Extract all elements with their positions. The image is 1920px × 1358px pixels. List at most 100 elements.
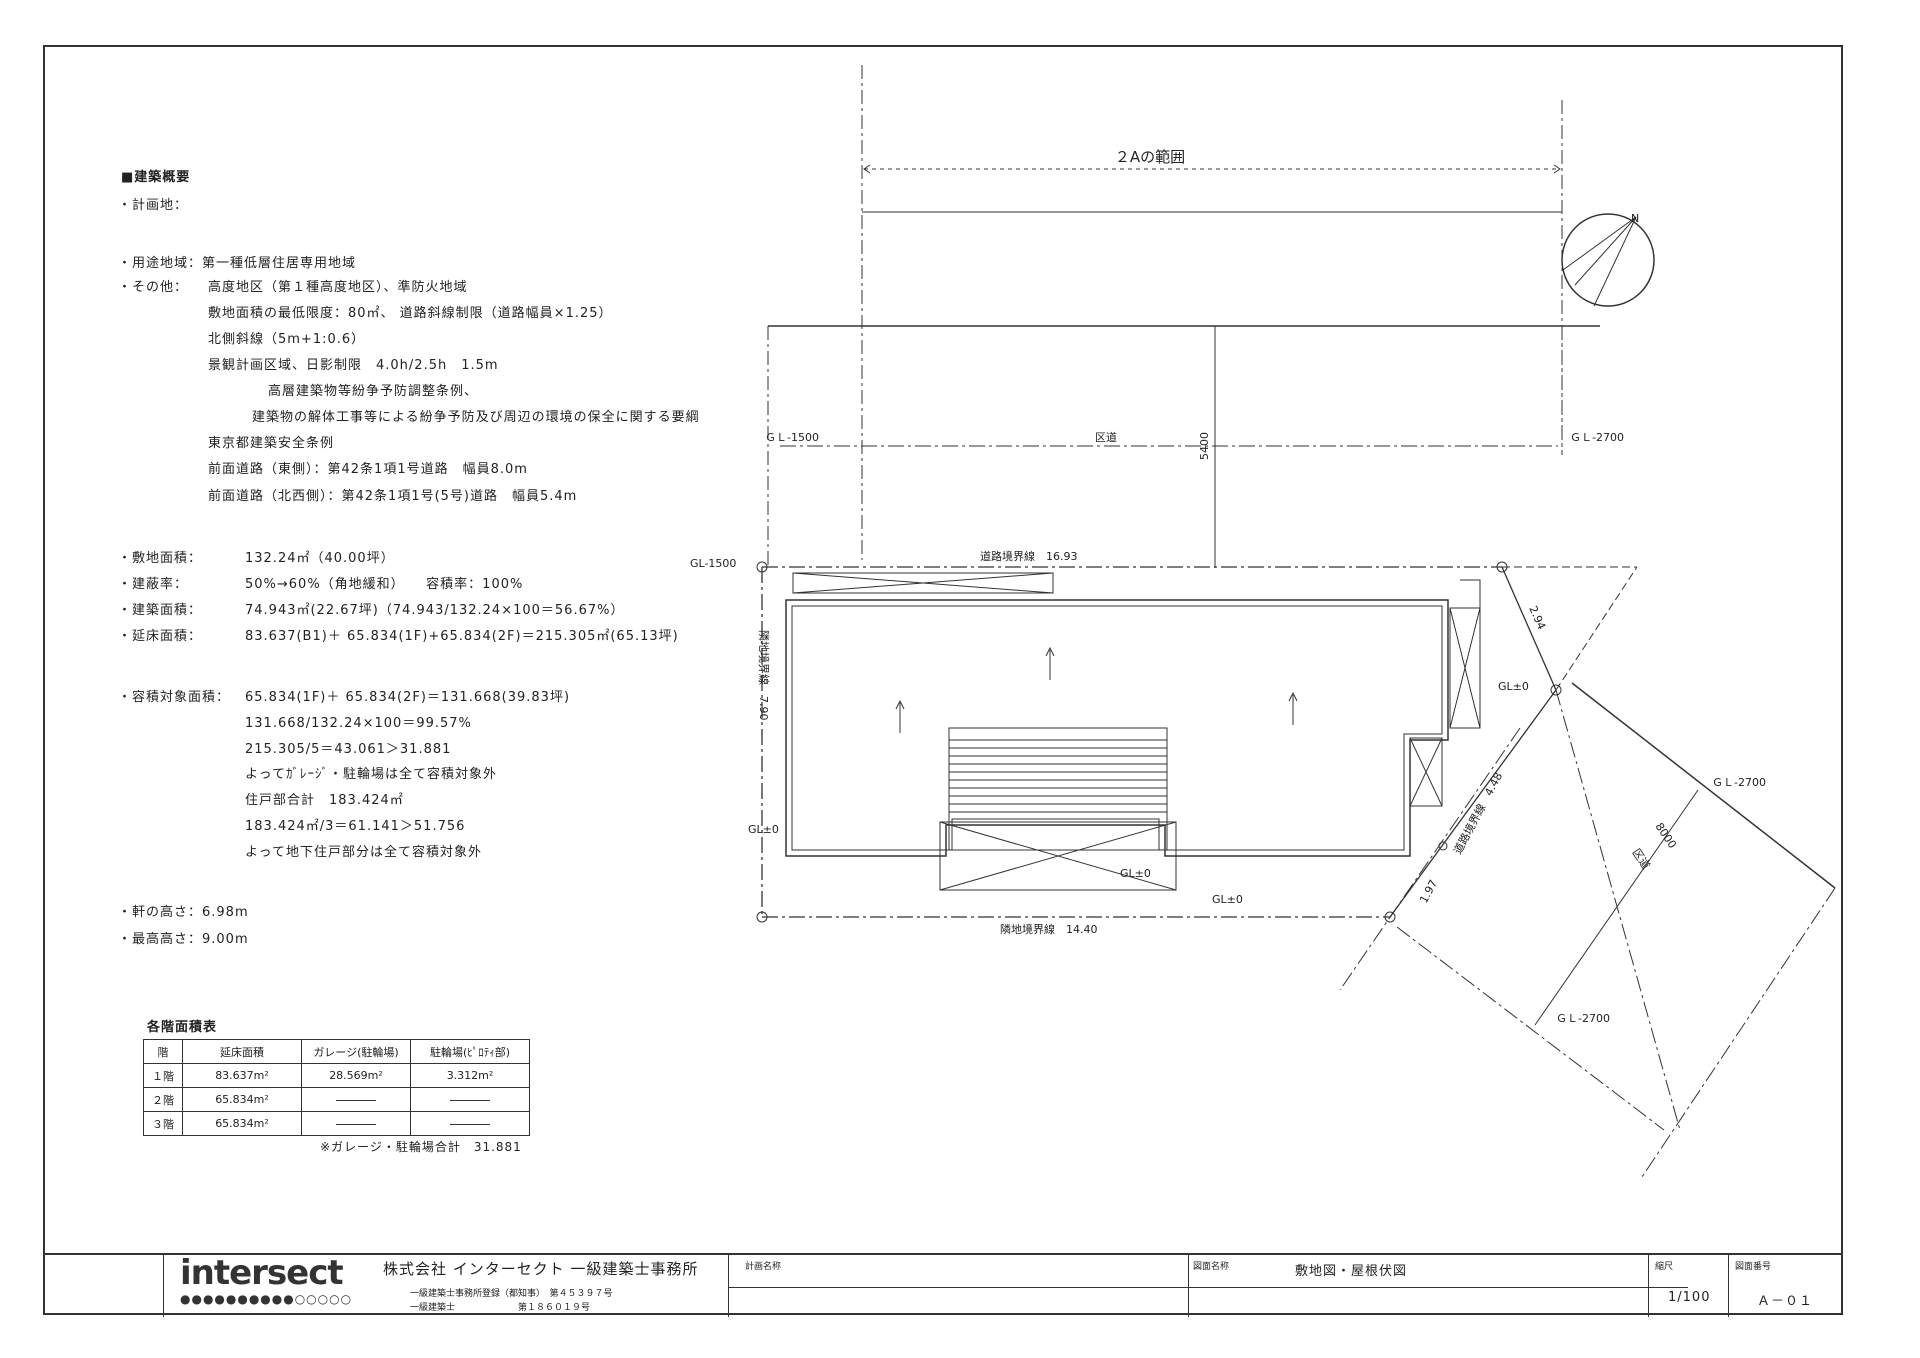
dash-mark [336,1099,376,1101]
table-header: ガレージ(駐輪場) [301,1039,411,1064]
floor-area-value: 83.637(B1)＋ 65.834(1F)+65.834(2F)＝215.30… [245,629,679,644]
east-eave [1460,579,1481,727]
other-line: 建築物の解体工事等による紛争予防及び周辺の環境の保全に関する要綱 [252,410,700,425]
east-eave-box [1449,607,1481,729]
corner-marker [1550,684,1562,696]
corner-marker [1384,911,1396,923]
scale-label: 縮尺 [1655,1262,1674,1272]
far-line: よって地下住戸部分は全て容積対象外 [245,845,482,860]
table-header: 延床面積 [182,1039,302,1064]
site-area-label: ・敷地面積： [118,551,203,566]
far-line: 183.424㎡/3＝61.141＞51.756 [245,819,466,834]
max-height: ・最高高さ：9.00m [118,932,249,947]
dash-mark [336,1123,376,1125]
gl-label: ＧＬ-2700 [1570,431,1624,444]
corner-marker [756,911,768,923]
gl-label: GL±0 [1498,680,1529,693]
scale-value: 1/100 [1668,1290,1711,1305]
registration-line: 一級建築士事務所登録（都知事） 第４５３９７号 [410,1289,613,1299]
table-cell: １階 [143,1063,183,1088]
road-east-far [1555,689,1681,1131]
east-eave-cross [1449,607,1481,729]
title-divider [1728,1255,1729,1317]
gl-label: ＧＬ-2700 [1712,776,1766,789]
dimension-label: 1.97 [1417,878,1440,906]
title-divider [1648,1255,1649,1317]
other-line: 東京都建築安全条例 [208,436,335,451]
compass-needle [1593,216,1637,307]
dash-mark [450,1099,490,1101]
project-label: 計画名称 [745,1262,782,1272]
other-line: 前面道路（東側）：第42条1項1号道路 幅員8.0m [208,462,528,477]
range-arrow-left [863,164,871,174]
boundary-label: 道路境界線 4.48 [1450,770,1505,856]
table-cell: ２階 [143,1087,183,1112]
other-line: 前面道路（北西側）：第42条1項1号(5号)道路 幅員5.4m [208,489,578,504]
far-line: よってｶﾞﾚｰｼﾞ・駐輪場は全て容積対象外 [245,767,497,782]
drawing-name-label: 図面名称 [1193,1262,1230,1272]
other-line: 北側斜線（5m+1:0.6） [208,332,366,347]
range-arrow-right [1553,164,1561,174]
boundary-label: 道路境界線 16.93 [980,549,1078,563]
north-eave [792,572,1054,594]
north-eave-cross [792,572,1054,594]
company-logo: intersect [180,1253,344,1293]
building-area-value: 74.943㎡(22.67坪)（74.943/132.24×100＝56.67%… [245,603,625,618]
corner-marker [756,561,768,573]
boundary-label: 隣地境界線 7.90 [757,630,771,721]
site-label: ・計画地： [118,198,189,213]
area-table-title: 各階面積表 [147,1020,218,1035]
floor-area-label: ・延床面積： [118,629,203,644]
drawing-name: 敷地図・屋根伏図 [1295,1264,1408,1279]
road-east-edge [1571,682,1836,889]
coverage-label: ・建蔽率： [118,577,189,592]
far-line: 住戸部合計 183.424㎡ [245,793,404,808]
table-cell-empty [410,1111,530,1136]
gl-label: GL±0 [1120,867,1151,880]
table-cell: ３階 [143,1111,183,1136]
gl-label: ＧＬ-1500 [765,431,819,444]
title-hline [728,1287,1688,1288]
other-line: 高層建築物等紛争予防調整条例、 [268,384,479,399]
eaves-height: ・軒の高さ：6.98m [118,905,249,920]
area-table-note: ※ガレージ・駐輪場合計 31.881 [320,1140,522,1154]
far-label: ・容積対象面積： [118,690,231,705]
range-label: ２Aの範囲 [1115,148,1185,166]
road-east-centerline [1396,926,1665,1131]
gl-label: GL±0 [748,823,779,836]
road-east-inner [1339,727,1521,991]
drawing-number: Ａ－０１ [1757,1294,1814,1309]
compass-needle [1562,216,1637,271]
title-divider [728,1255,729,1317]
table-row: ３階 65.834m² [143,1111,530,1136]
site-area-value: 132.24㎡（40.00坪） [245,551,395,566]
boundary-ne-corner [1501,566,1557,691]
gl-label: GL-1500 [690,557,736,570]
dash-mark [450,1123,490,1125]
logo-dots: ●●●●●●●●●●○○○○○ [180,1292,353,1306]
other-label: ・その他： [118,280,189,295]
summary-heading: ■建築概要 [121,170,191,185]
drawing-number-label: 図面番号 [1735,1262,1772,1272]
road-name: 区道 [1630,846,1654,872]
title-divider [163,1255,164,1317]
table-row: ２階 65.834m² [143,1087,530,1112]
boundary-label: 隣地境界線 14.40 [1000,922,1098,936]
table-cell: 65.834m² [182,1111,302,1136]
compass-needle [1574,216,1637,286]
gl-label: GL±0 [1212,893,1243,906]
title-block [43,1253,1843,1317]
stair [948,727,1168,851]
east-box-cross [1409,737,1443,807]
far-line: 65.834(1F)＋ 65.834(2F)＝131.668(39.83坪) [245,690,571,705]
gl-label: ＧＬ-2700 [1556,1012,1610,1025]
road-width: 5400 [1198,432,1211,460]
far-line: 131.668/132.24×100＝99.57% [245,716,472,731]
road-name: 区道 [1095,430,1117,444]
other-line: 景観計画区域、日影制限 4.0h/2.5h 1.5m [208,358,499,373]
drawing-frame [43,45,1843,1315]
zoning-text: ・用途地域：第一種低層住居専用地域 [118,256,357,271]
north-arrow-label: N [1631,212,1639,225]
other-line: 高度地区（第１種高度地区）、準防火地域 [208,280,468,295]
coverage-value: 50%→60%（角地緩和） 容積率：100% [245,577,524,592]
